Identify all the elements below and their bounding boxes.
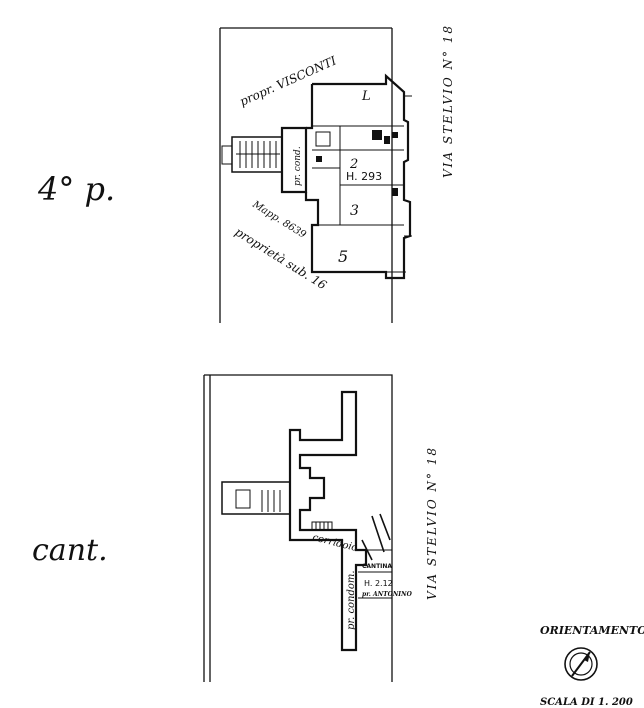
lower-height-label: H. 2.12: [364, 579, 393, 588]
orientation-label: ORIENTAMENTO: [540, 624, 644, 637]
room-number-3: 3: [350, 203, 359, 219]
cellar-owner-label: pr. ANTONINO: [362, 591, 413, 598]
lower-street-label: VIA STELVIO N° 18: [425, 446, 439, 600]
cellar-hatch-marks: [361, 513, 391, 561]
lower-lot-boundary: [203, 374, 393, 682]
scale-label: SCALA DI 1. 200: [540, 697, 633, 708]
compass-icon: [564, 647, 598, 681]
upper-corridor-label: pr. cond.: [293, 146, 303, 186]
room-number-l: L: [361, 89, 371, 104]
upper-stairwell: [221, 136, 283, 173]
lower-corridor-label: corridoio: [311, 532, 358, 554]
upper-interior-walls: [312, 125, 404, 226]
upper-height-label: H. 293: [346, 170, 382, 183]
property-subunit-label: proprietà sub. 16: [232, 225, 329, 293]
upper-street-label: VIA STELVIO N° 18: [441, 24, 455, 178]
cadastral-parcel-label: Mapp. 8639: [250, 199, 309, 241]
upper-lot-boundary: [219, 27, 393, 323]
cellar-name-label: CANTINA: [362, 563, 392, 570]
upper-floor-plan: L 2 3 5 H. 293 propr. VISCONTI pr. cond.…: [219, 24, 455, 323]
lower-floor-label: cant.: [32, 533, 108, 568]
neighbor-property-label: propr. VISCONTI: [238, 53, 339, 108]
upper-fixtures: [315, 130, 398, 196]
lower-cellar-plan: corridoio pr. condom. CANTINA H. 2.12 pr…: [203, 374, 439, 682]
lower-corridor-outline: [288, 390, 368, 652]
upper-floor-label: 4° p.: [37, 170, 115, 208]
shared-condominium-label: pr. condom.: [346, 570, 357, 630]
upper-window-bays: [386, 95, 412, 273]
room-number-5: 5: [338, 247, 348, 266]
legend: ORIENTAMENTO SCALA DI 1. 200: [540, 624, 644, 708]
room-number-2: 2: [349, 157, 358, 172]
cellar-unit-walls: [358, 549, 392, 599]
lower-stairwell: [221, 481, 333, 531]
